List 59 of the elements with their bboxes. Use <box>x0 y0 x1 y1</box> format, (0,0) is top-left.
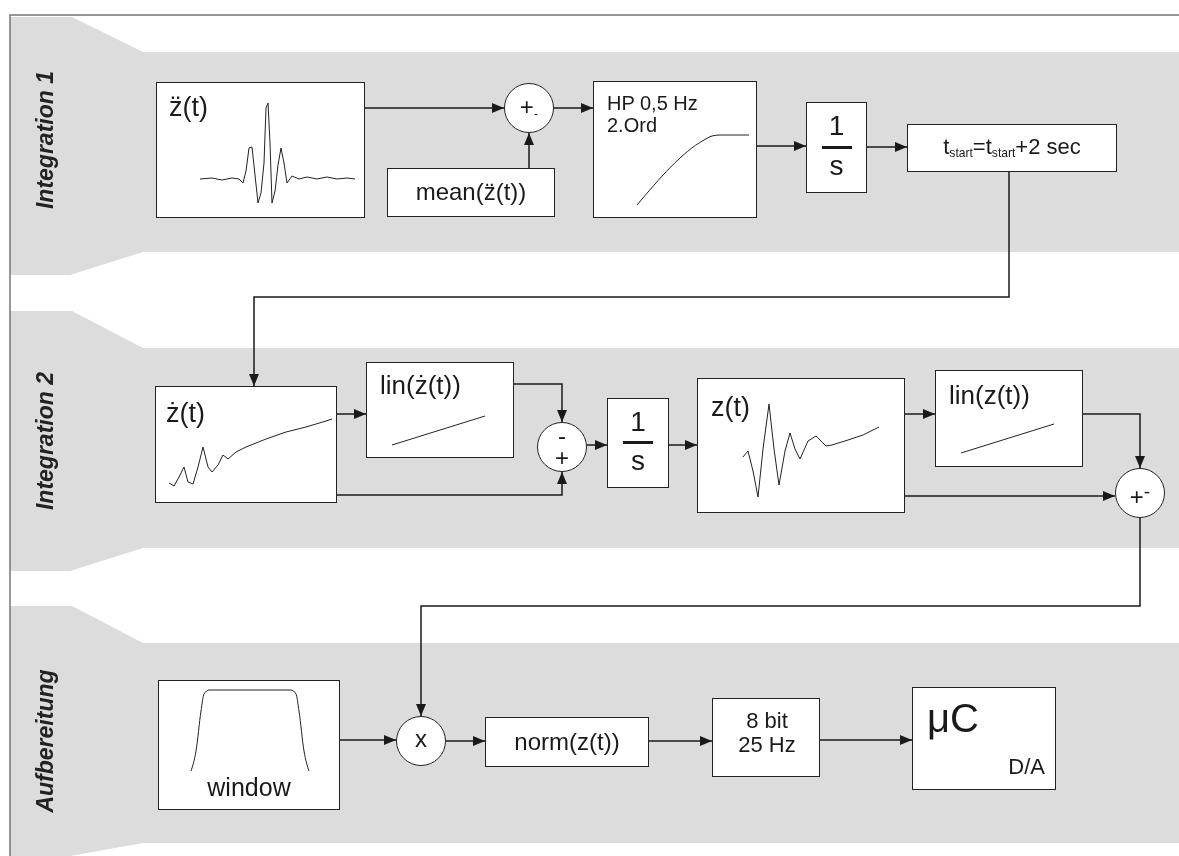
process-block <box>607 398 669 488</box>
arrow <box>339 735 397 745</box>
process-block <box>156 82 365 218</box>
block-label: μC <box>927 696 979 740</box>
process-block <box>387 168 555 217</box>
block-label: mean(z̈(t)) <box>414 177 528 207</box>
block-label: 1 <box>827 111 846 142</box>
swimlane-band <box>10 606 1179 856</box>
process-block <box>712 698 820 777</box>
arrow <box>866 142 908 152</box>
block-label: z̈(t) <box>169 93 208 123</box>
arrow <box>336 409 367 419</box>
arrow <box>336 471 567 496</box>
arrow <box>553 103 594 113</box>
process-block <box>935 370 1083 467</box>
junction-sign: +$^{-}$ <box>1128 480 1152 512</box>
arrow <box>819 735 913 745</box>
block-label: window <box>206 773 292 801</box>
block-label: norm(z(t)) <box>513 727 621 757</box>
process-block <box>806 102 867 193</box>
process-block <box>912 687 1056 790</box>
process-block <box>155 386 337 503</box>
swimlane-band <box>10 311 1179 571</box>
arrow <box>364 103 505 113</box>
arrow <box>445 736 486 746</box>
arrow <box>513 383 567 423</box>
block-label: lin(z(t)) <box>949 381 1030 410</box>
block-label: z(t) <box>711 393 750 423</box>
arrow <box>1082 413 1145 469</box>
block-label: ż(t) <box>166 399 205 429</box>
process-block <box>485 717 649 767</box>
process-block <box>366 362 514 458</box>
lane-label: Integration 2 <box>31 371 59 512</box>
lane-label: Integration 1 <box>31 70 59 211</box>
arrow <box>668 440 698 450</box>
process-block <box>158 680 340 810</box>
lane-label: Aufbereitung <box>31 668 59 815</box>
swimlane-band <box>10 17 1179 275</box>
arrow <box>648 736 713 746</box>
block-label: lin(ż(t)) <box>380 371 461 400</box>
junction-sign: x <box>414 724 428 754</box>
arrow <box>524 132 534 169</box>
arrow <box>416 517 1141 717</box>
block-label: D/A <box>1008 754 1045 779</box>
block-label: HP 0,5 Hz 2.Ord <box>607 92 699 136</box>
process-block <box>907 124 1117 172</box>
arrow <box>586 440 608 450</box>
block-label: 8 bit 25 Hz <box>737 709 797 758</box>
block-label: s <box>828 151 845 182</box>
block-label: t$_{start}$=t$_{start}$+2 sec <box>942 133 1082 162</box>
arrow <box>756 141 807 151</box>
block-label: 1 <box>629 407 647 438</box>
arrow <box>904 491 1116 501</box>
process-block <box>697 378 905 513</box>
arrow <box>904 409 936 419</box>
block-label: s <box>630 446 646 477</box>
process-block <box>593 81 757 218</box>
arrow <box>249 171 1010 387</box>
junction-sign: +$_{-}$ <box>518 92 540 124</box>
